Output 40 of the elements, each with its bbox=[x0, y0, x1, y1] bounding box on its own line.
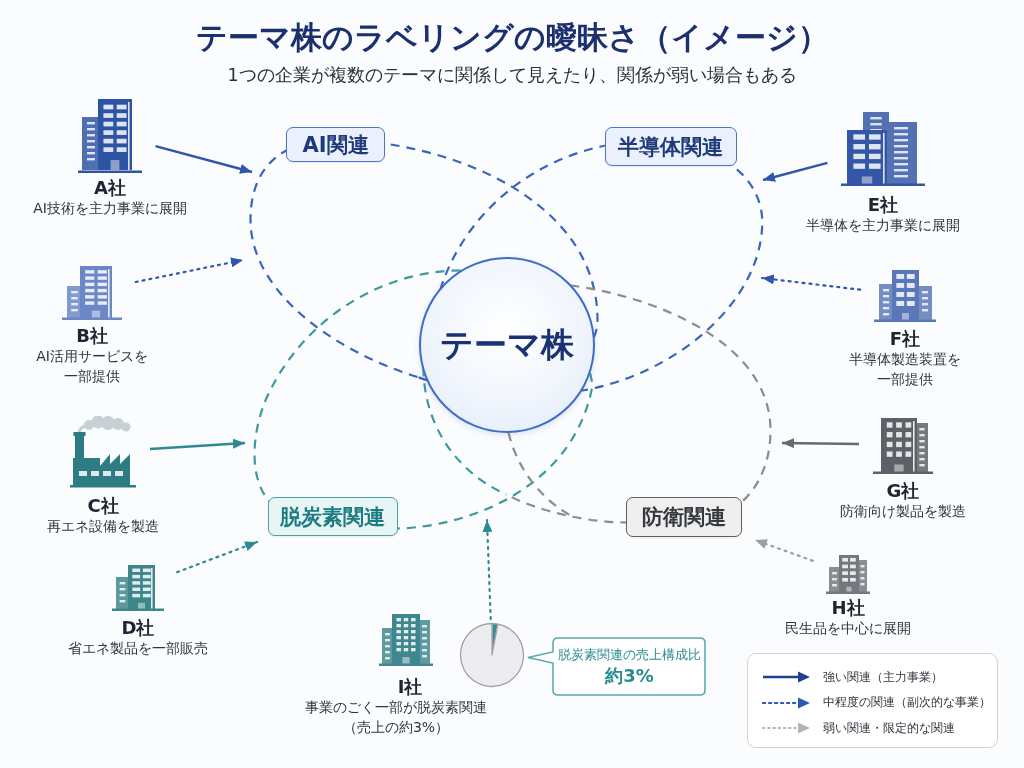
arrow bbox=[155, 145, 253, 174]
dotted-arrow bbox=[760, 274, 862, 291]
theme-tag: 半導体関連 bbox=[605, 127, 737, 166]
company-description: 民生品を中心に展開 bbox=[785, 619, 911, 638]
company-name: H社 bbox=[831, 598, 865, 618]
company-description: AI活用サービスを一部提供 bbox=[35, 347, 149, 386]
company-name: B社 bbox=[76, 326, 108, 346]
company-description: 再エネ設備を製造 bbox=[47, 517, 159, 536]
arrow bbox=[762, 161, 828, 182]
dotted-arrow bbox=[176, 540, 259, 574]
dotted-arrow bbox=[134, 257, 245, 284]
legend-label: 弱い関連・限定的な関連 bbox=[823, 720, 955, 736]
company-description: AI技術を主力事業に展開 bbox=[33, 199, 187, 218]
dotted-arrow bbox=[482, 518, 493, 621]
company-description: 半導体を主力事業に展開 bbox=[806, 216, 960, 235]
theme-tag: AI関連 bbox=[286, 127, 385, 162]
company-name: G社 bbox=[886, 481, 920, 501]
pie-chart bbox=[459, 622, 525, 688]
company-name: I社 bbox=[397, 677, 423, 697]
arrow bbox=[149, 438, 246, 451]
company-description: 半導体製造装置を一部提供 bbox=[848, 350, 962, 389]
legend-label: 強い関連（主力事業） bbox=[823, 669, 943, 685]
subtitle: 1つの企業が複数のテーマに関係して見えたり、関係が弱い場合もある bbox=[227, 64, 797, 87]
company-description: 省エネ製品を一部販売 bbox=[68, 639, 208, 658]
company-description: 防衛向け製品を製造 bbox=[840, 502, 966, 521]
arrow bbox=[782, 438, 859, 449]
legend-label: 中程度の関連（副次的な事業） bbox=[823, 695, 991, 710]
dotted-arrow bbox=[753, 538, 814, 562]
callout-value: 約3% bbox=[605, 663, 654, 688]
theme-tag: 脱炭素関連 bbox=[268, 497, 398, 536]
company-name: E社 bbox=[867, 195, 899, 215]
company-name: D社 bbox=[121, 618, 155, 638]
title: テーマ株のラベリングの曖昧さ（イメージ） bbox=[195, 18, 829, 57]
theme-tag: 防衛関連 bbox=[626, 497, 742, 537]
callout-text: 脱炭素関連の売上構成比 bbox=[558, 645, 701, 664]
circle-label: テーマ株 bbox=[440, 323, 574, 366]
company-name: F社 bbox=[889, 329, 921, 349]
company-name: A社 bbox=[94, 178, 126, 198]
company-description: 事業のごく一部が脱炭素関連（売上の約3%） bbox=[304, 698, 488, 737]
company-name: C社 bbox=[87, 496, 119, 516]
